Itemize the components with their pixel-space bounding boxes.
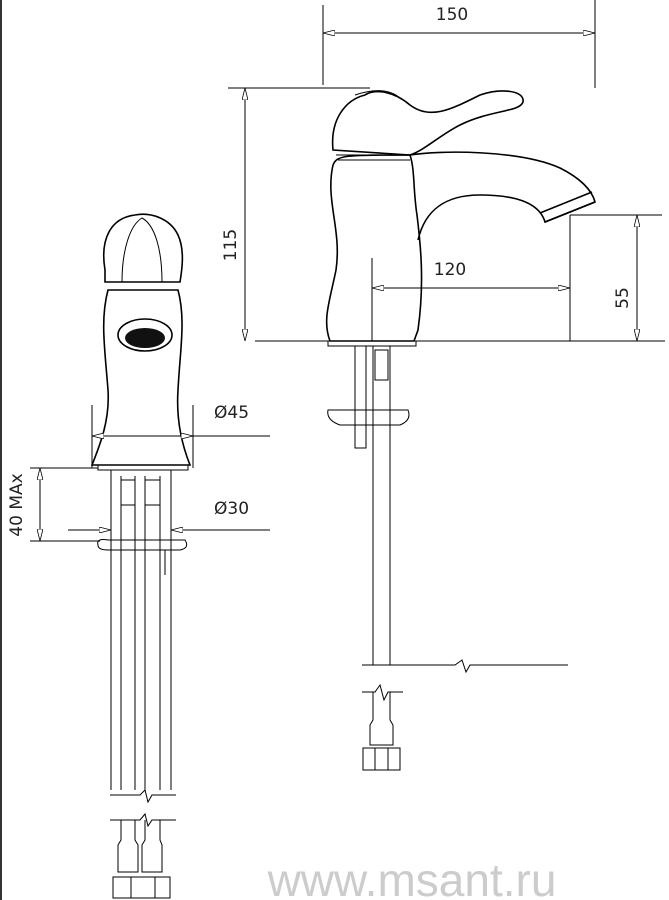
handle-cap <box>336 90 410 161</box>
handle-cap <box>121 217 163 283</box>
front-break-bottom <box>110 812 176 828</box>
front-hose-fittings <box>112 820 171 899</box>
front-break-top <box>110 789 176 804</box>
front-body <box>90 289 192 466</box>
faucet-body <box>325 154 423 342</box>
handle-lever <box>331 90 524 156</box>
dim-label-115: 115 <box>221 229 241 261</box>
dim-label-150: 150 <box>436 5 468 25</box>
dim-label-d45: Ø45 <box>214 403 249 423</box>
front-mounting-nut <box>97 539 188 575</box>
mounting-nut <box>327 409 410 426</box>
break-line-bottom <box>362 683 403 702</box>
aerator <box>539 191 596 223</box>
aerator-outer <box>117 318 173 352</box>
front-hoses <box>110 470 172 790</box>
dim-label-55: 55 <box>613 287 633 309</box>
front-handle <box>103 213 184 283</box>
aerator-outlet <box>125 328 165 348</box>
shank-and-hose <box>354 346 391 665</box>
dim-label-40max: 40 MAx <box>7 473 27 536</box>
spout <box>409 151 596 241</box>
break-line-top <box>362 659 568 674</box>
watermark: www.msant.ru <box>267 854 557 900</box>
hose-fitting <box>362 692 401 771</box>
side-view: 150 115 120 55 <box>221 0 665 771</box>
front-view: Ø45 Ø30 40 MAx <box>7 213 270 899</box>
dim-label-d30: Ø30 <box>214 499 249 519</box>
dim-label-120: 120 <box>434 260 466 280</box>
